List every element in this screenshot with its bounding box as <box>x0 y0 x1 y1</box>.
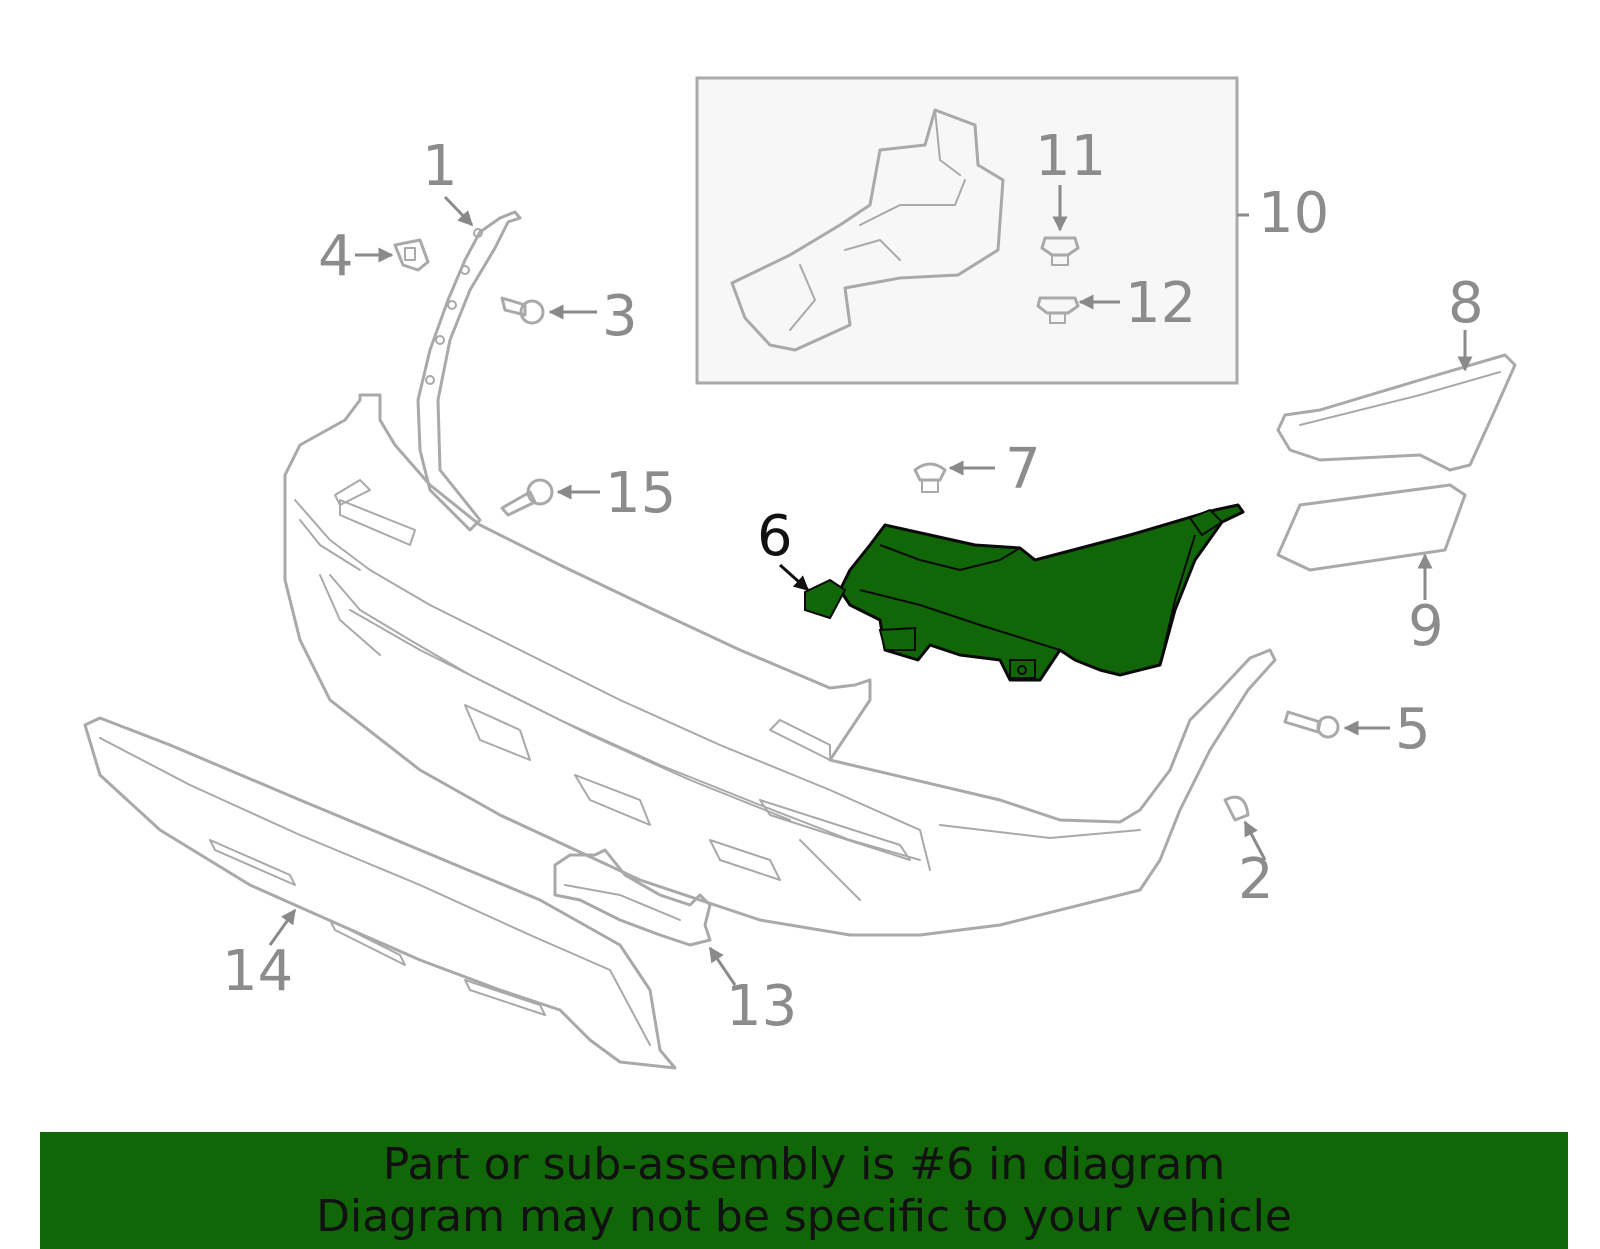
screw-part-15 <box>500 478 600 517</box>
reflector-part-9 <box>1276 483 1467 600</box>
bolt-part-5 <box>1283 710 1390 739</box>
callout-2: 2 <box>1238 847 1274 912</box>
callout-10: 10 <box>1258 181 1329 246</box>
callout-5: 5 <box>1395 697 1431 762</box>
bumper-cover <box>283 393 1277 937</box>
callout-11: 11 <box>1035 124 1106 189</box>
reflector-part-13 <box>553 848 737 986</box>
callout-6: 6 <box>757 504 793 569</box>
callout-9: 9 <box>1408 594 1444 659</box>
callout-1: 1 <box>422 134 458 199</box>
screw-part-3 <box>500 296 597 325</box>
callout-13: 13 <box>726 974 797 1039</box>
trim-part-8 <box>1276 330 1517 472</box>
callout-15: 15 <box>605 461 676 526</box>
callout-3: 3 <box>602 284 638 349</box>
bracket-part-1 <box>416 195 522 532</box>
callout-4: 4 <box>318 224 354 289</box>
skid-plate-part-14 <box>83 716 677 1070</box>
inset-box-part-10 <box>695 76 1249 385</box>
info-banner: Part or sub-assembly is #6 in diagram Di… <box>40 1132 1568 1249</box>
push-clip-part-7 <box>913 460 995 493</box>
callout-14: 14 <box>222 939 293 1004</box>
callout-7: 7 <box>1005 437 1041 502</box>
callout-8: 8 <box>1448 271 1484 336</box>
banner-line-2: Diagram may not be specific to your vehi… <box>316 1190 1292 1242</box>
callout-labels: 1 2 3 4 5 6 7 8 9 10 11 12 13 14 15 <box>222 124 1484 1039</box>
callout-12: 12 <box>1125 271 1196 336</box>
clip-part-4 <box>355 238 430 272</box>
clip-part-2 <box>1223 795 1267 861</box>
banner-line-1: Part or sub-assembly is #6 in diagram <box>382 1138 1226 1190</box>
highlighted-part-6 <box>779 503 1245 682</box>
